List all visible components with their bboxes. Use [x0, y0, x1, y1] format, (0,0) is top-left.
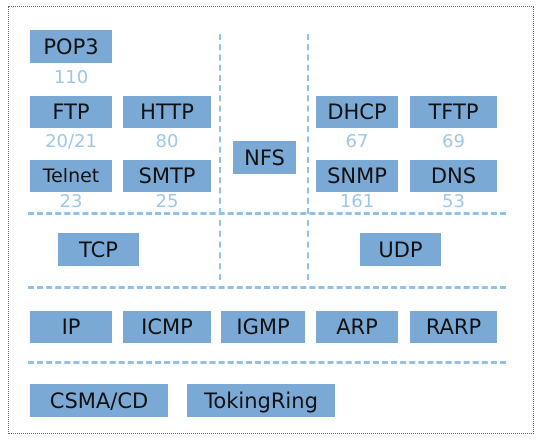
port-tftp: 69 — [442, 131, 465, 152]
separator-left-upper — [219, 34, 221, 214]
port-http: 80 — [155, 131, 179, 152]
protocol-csma-cd: CSMA/CD — [30, 384, 168, 417]
protocol-dns: DNS — [410, 160, 497, 192]
protocol-arp: ARP — [316, 311, 398, 343]
layer-separator-app-transport — [28, 212, 506, 215]
protocol-nfs: NFS — [233, 141, 296, 174]
port-dhcp: 67 — [345, 131, 369, 152]
port-ftp: 20/21 — [45, 131, 97, 152]
protocol-icmp: ICMP — [123, 311, 211, 343]
protocol-tcp: TCP — [58, 233, 139, 266]
port-telnet: 23 — [59, 191, 83, 212]
port-dns: 53 — [442, 191, 465, 212]
protocol-tokingring: TokingRing — [187, 384, 335, 417]
protocol-pop3: POP3 — [30, 30, 112, 63]
protocol-tftp: TFTP — [410, 96, 497, 128]
protocol-smtp: SMTP — [123, 160, 211, 192]
layer-separator-transport-network — [28, 286, 506, 289]
separator-right-upper — [307, 34, 309, 214]
port-smtp: 25 — [155, 191, 179, 212]
protocol-udp: UDP — [360, 233, 441, 266]
protocol-telnet: Telnet — [30, 160, 112, 192]
protocol-rarp: RARP — [410, 311, 497, 343]
separator-left-lower — [219, 220, 221, 280]
layer-separator-network-link — [28, 361, 506, 364]
port-snmp: 161 — [339, 191, 375, 212]
diagram-frame — [8, 6, 534, 434]
separator-right-lower — [307, 220, 309, 280]
protocol-igmp: IGMP — [221, 311, 305, 343]
protocol-ip: IP — [30, 311, 112, 343]
protocol-dhcp: DHCP — [316, 96, 398, 128]
port-pop3: 110 — [53, 67, 89, 88]
protocol-http: HTTP — [123, 96, 211, 128]
protocol-snmp: SNMP — [316, 160, 398, 192]
protocol-ftp: FTP — [30, 96, 112, 128]
